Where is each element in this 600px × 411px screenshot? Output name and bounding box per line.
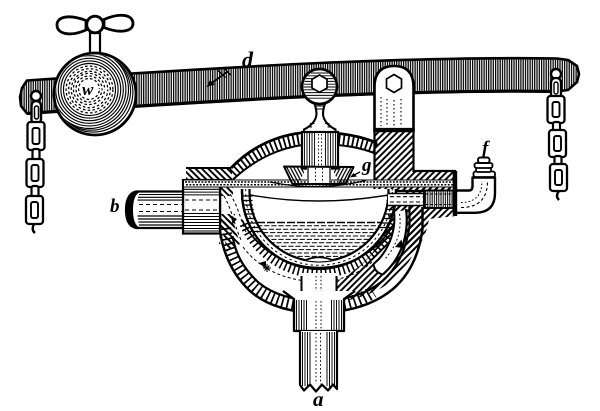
svg-text:d: d (242, 47, 254, 72)
svg-text:w: w (82, 80, 94, 99)
svg-text:f: f (482, 138, 490, 159)
svg-text:g: g (361, 155, 372, 176)
svg-text:a: a (313, 387, 324, 411)
svg-text:b: b (110, 196, 120, 217)
